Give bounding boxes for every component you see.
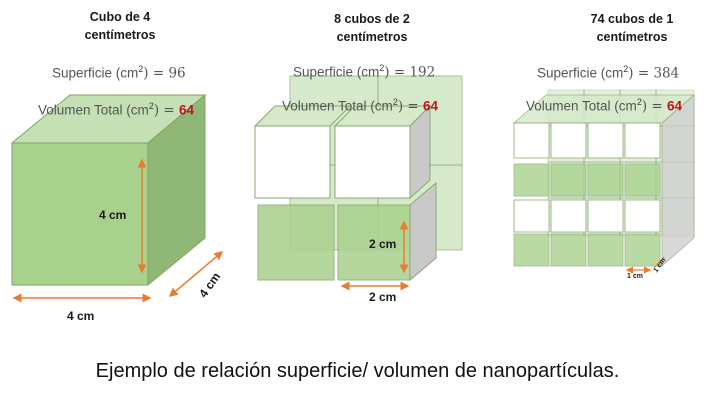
panel-1-height-label: 4 cm (99, 208, 127, 222)
surface-sup: 2 (623, 64, 629, 74)
large-cube (10, 93, 207, 287)
surface-sup: 2 (138, 64, 144, 74)
surface-label: Superficie (cm (52, 65, 139, 81)
panel-2-title: 8 cubos de 2 centímetros (312, 10, 432, 46)
eight-cubes (253, 75, 463, 282)
panel-2-height-label: 2 cm (369, 237, 397, 251)
panel-1-title: Cubo de 4 centímetros (60, 8, 180, 44)
volume-sup: 2 (148, 101, 154, 111)
depth-arrow-3 (653, 256, 665, 269)
volume-label: Volumen Total (cm (38, 102, 149, 118)
surface-value: 96 (168, 65, 186, 82)
panel-2-volume: Volumen Total (cm2) = 64 (282, 97, 438, 115)
panel-1-title-line1: Cubo de 4 (89, 10, 151, 24)
panel-2-surface: Superficie (cm2) = 192 (293, 63, 435, 81)
surface-value: 192 (409, 64, 436, 81)
volume-sup: 2 (636, 97, 642, 107)
volume-value: 64 (667, 98, 683, 114)
surface-label: Superficie (cm (293, 64, 380, 80)
panel-2-title-line2: centímetros (336, 30, 408, 44)
panel-3-title-line2: centímetros (596, 30, 668, 44)
volume-label: Volumen Total (cm (282, 98, 393, 114)
volume-eq: ) = (641, 98, 667, 115)
panel-3-title: 74 cubos de 1 centímetros (572, 10, 692, 46)
panel-1-volume: Volumen Total (cm2) = 64 (38, 101, 194, 119)
panel-1-title-line2: centímetros (84, 28, 156, 42)
panel-3-surface: Superficie (cm2) = 384 (537, 64, 679, 82)
volume-value: 64 (179, 102, 195, 118)
panel-2-width-label: 2 cm (369, 290, 397, 304)
depth-arrow-1 (168, 251, 224, 297)
figure-caption: Ejemplo de relación superficie/ volumen … (95, 360, 620, 382)
panel-3-width-label: 1 cm (627, 273, 643, 280)
volume-value: 64 (423, 98, 439, 114)
panel-1-surface: Superficie (cm2) = 96 (52, 64, 186, 82)
panel-3-volume: Volumen Total (cm2) = 64 (526, 97, 682, 115)
panel-2-title-line1: 8 cubos de 2 (334, 12, 410, 26)
volume-eq: ) = (397, 98, 423, 115)
volume-sup: 2 (392, 97, 398, 107)
panel-3-title-line1: 74 cubos de 1 (590, 12, 674, 26)
panel-1-width-label: 4 cm (67, 309, 95, 323)
volume-label: Volumen Total (cm (526, 98, 637, 114)
surface-value: 384 (653, 65, 680, 82)
surface-eq: ) = (143, 65, 169, 82)
surface-eq: ) = (384, 64, 410, 81)
small-cubes-grid (512, 89, 696, 267)
volume-eq: ) = (153, 102, 179, 119)
surface-eq: ) = (628, 65, 654, 82)
surface-label: Superficie (cm (537, 65, 624, 81)
surface-sup: 2 (379, 63, 385, 73)
